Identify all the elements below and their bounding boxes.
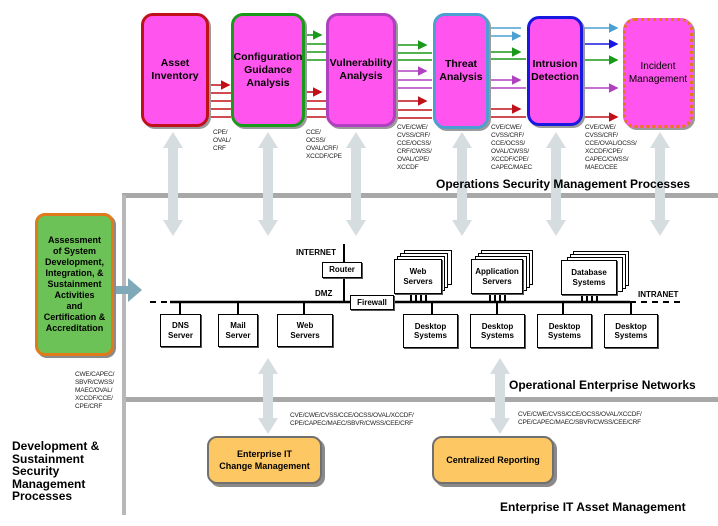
lane-title-asset-management: Enterprise IT Asset Management xyxy=(500,500,686,514)
standards-change-management: CVE/CWE/CVSS/CCE/OCSS/OVAL/XCCDF/ CPE/CA… xyxy=(290,412,414,427)
arrow-configuration xyxy=(258,132,278,236)
standards-intrusion-detection: CVE/CWE/ CVSS/CRF/ CCE/OVAL/OCSS/ XCCDF/… xyxy=(585,124,637,171)
lane-title-operations: Operations Security Management Processes xyxy=(436,177,691,191)
process-incident-management[interactable]: Incident Management xyxy=(623,18,693,128)
desktop-systems-4[interactable]: Desktop Systems xyxy=(604,314,658,348)
standards-threat-analysis: CVE/CWE/ CVSS/CRF/ CCE/OCSS/ OVAL/CWSS/ … xyxy=(491,124,532,171)
lane-dividers xyxy=(122,193,718,515)
arrow-intrusion xyxy=(546,132,566,236)
arrow-change-management xyxy=(258,358,278,434)
arrow-threat xyxy=(452,132,472,236)
dmz-label: DMZ xyxy=(315,289,333,298)
assessment-arrow xyxy=(116,278,142,302)
arrow-vulnerability xyxy=(346,132,366,236)
assessment-box[interactable]: Assessment of System Development, Integr… xyxy=(35,213,114,356)
lane-title-networks: Operational Enterprise Networks xyxy=(509,378,696,392)
standards-vulnerability-analysis: CVE/CWE/ CVSS/CRF/ CCE/OCSS/ CRF/CWSS/ O… xyxy=(397,124,432,171)
enterprise-it-change-management[interactable]: Enterprise IT Change Management xyxy=(207,436,322,484)
centralized-reporting[interactable]: Centralized Reporting xyxy=(432,436,554,484)
firewall[interactable]: Firewall xyxy=(350,295,394,310)
desktop-systems-1[interactable]: Desktop Systems xyxy=(403,314,458,348)
intranet-label: INTRANET xyxy=(638,290,679,299)
web-servers[interactable]: Web Servers xyxy=(394,259,442,294)
process-asset-inventory[interactable]: Asset Inventory xyxy=(141,13,209,127)
standards-asset-inventory: CPE/ OVAL/ CRF xyxy=(213,129,231,152)
desktop-systems-2[interactable]: Desktop Systems xyxy=(470,314,525,348)
process-intrusion-detection[interactable]: Intrusion Detection xyxy=(527,16,583,126)
process-vulnerability-analysis[interactable]: Vulnerability Analysis xyxy=(326,13,396,127)
standards-assessment: CWE/CAPEC/ SBVR/CWSS/ MAEC/OVAL/ XCCDF/C… xyxy=(75,371,115,410)
process-configuration-guidance-analysis[interactable]: Configuration Guidance Analysis xyxy=(231,13,305,127)
desktop-systems-3[interactable]: Desktop Systems xyxy=(537,314,592,348)
arrow-centralized-reporting xyxy=(490,358,510,434)
process-flow-arrows xyxy=(208,23,619,122)
database-systems[interactable]: Database Systems xyxy=(561,260,617,295)
internet-label: INTERNET xyxy=(296,248,336,257)
application-servers[interactable]: Application Servers xyxy=(471,259,523,294)
mail-server[interactable]: Mail Server xyxy=(218,314,258,347)
dmz-web-servers[interactable]: Web Servers xyxy=(277,314,333,347)
vertical-exchange-arrows xyxy=(163,132,670,434)
dns-server[interactable]: DNS Server xyxy=(160,314,201,347)
process-threat-analysis[interactable]: Threat Analysis xyxy=(433,13,489,129)
arrow-incident xyxy=(650,132,670,236)
standards-centralized-reporting: CVE/CWE/CVSS/CCE/OCSS/OVAL/XCCDF/ CPE/CA… xyxy=(518,411,642,426)
arrow-asset-inventory xyxy=(163,132,183,236)
router[interactable]: Router xyxy=(322,262,362,278)
standards-configuration-guidance: CCE/ OCSS/ OVAL/CRF/ XCCDF/CPE xyxy=(306,129,342,160)
lane-title-dev-sustain: Development & Sustainment Security Manag… xyxy=(12,439,100,503)
